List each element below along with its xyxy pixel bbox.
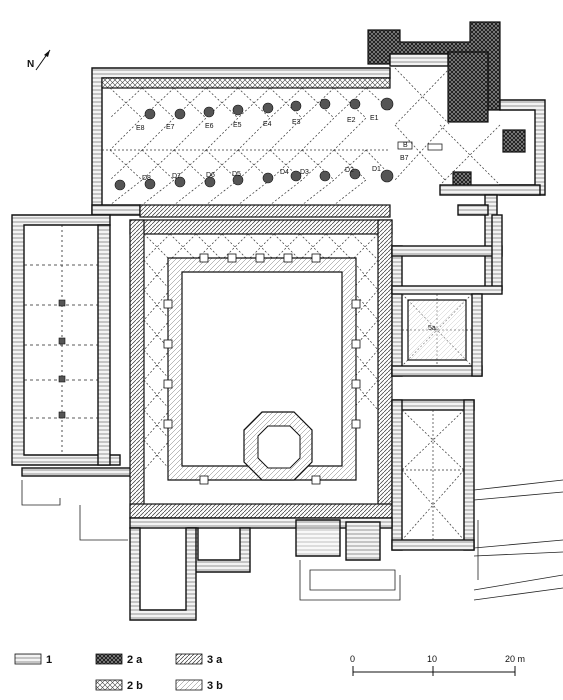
bay-label-d1: D1 [372,166,381,173]
bay-labels-e: E8 E7 E6 E5 E4 E3 E2 E1 [136,115,379,132]
legend-label-2b: 2 b [127,680,143,692]
bay-label-e1: E1 [370,115,379,122]
bay-label-e4: E4 [263,121,272,128]
bay-labels-d: D8 D7 D6 D5 D4 D3 D2 D1 [142,166,381,182]
scale-tick-20: 20 m [505,654,525,664]
bay-label-e3: E3 [292,119,301,126]
bay-label-e8: E8 [136,125,145,132]
scale-bar: 0 10 20 m [350,654,525,676]
bay-label-e6: E6 [205,123,214,130]
north-label: N [27,59,34,70]
legend-label-1: 1 [46,654,52,666]
pier-row-d [114,168,394,191]
fountain-house [243,411,313,481]
legend-item-2b: 2 b [95,679,143,692]
room-label-b7: B7 [400,155,409,162]
north-arrow-icon: N [27,49,51,71]
bay-label-d5: D5 [232,171,241,178]
south-range [79,505,479,621]
north-hall [91,67,391,218]
bay-label-e7: E7 [166,124,175,131]
legend-label-3b: 3 b [207,680,223,692]
northeast-block: B B7 [367,21,546,291]
bay-label-d4: D4 [280,169,289,176]
legend-label-3a: 3 a [207,654,223,666]
bay-label-d7: D7 [172,173,181,180]
bay-label-e2: E2 [347,117,356,124]
east-range: 5a [391,214,563,601]
bay-label-e5: E5 [233,122,242,129]
legend-item-2a: 2 a [95,653,143,666]
bay-label-d3: D3 [300,169,309,176]
west-range [11,214,135,506]
cloister [129,219,393,519]
room-label-5a: 5a [428,325,436,332]
pier-row-e [144,97,394,120]
room-label-b: B [403,142,408,149]
bay-label-d6: D6 [206,172,215,179]
legend-item-3a: 3 a [175,653,223,666]
scale-tick-10: 10 [427,654,437,664]
legend-item-3b: 3 b [175,679,223,692]
bay-label-d8: D8 [142,175,151,182]
scale-tick-0: 0 [350,654,355,664]
legend-label-2a: 2 a [127,654,143,666]
legend: 1 2 a 2 b 3 a 3 b [14,653,223,692]
legend-item-1: 1 [14,653,52,666]
bay-label-d2: D2 [345,167,354,174]
